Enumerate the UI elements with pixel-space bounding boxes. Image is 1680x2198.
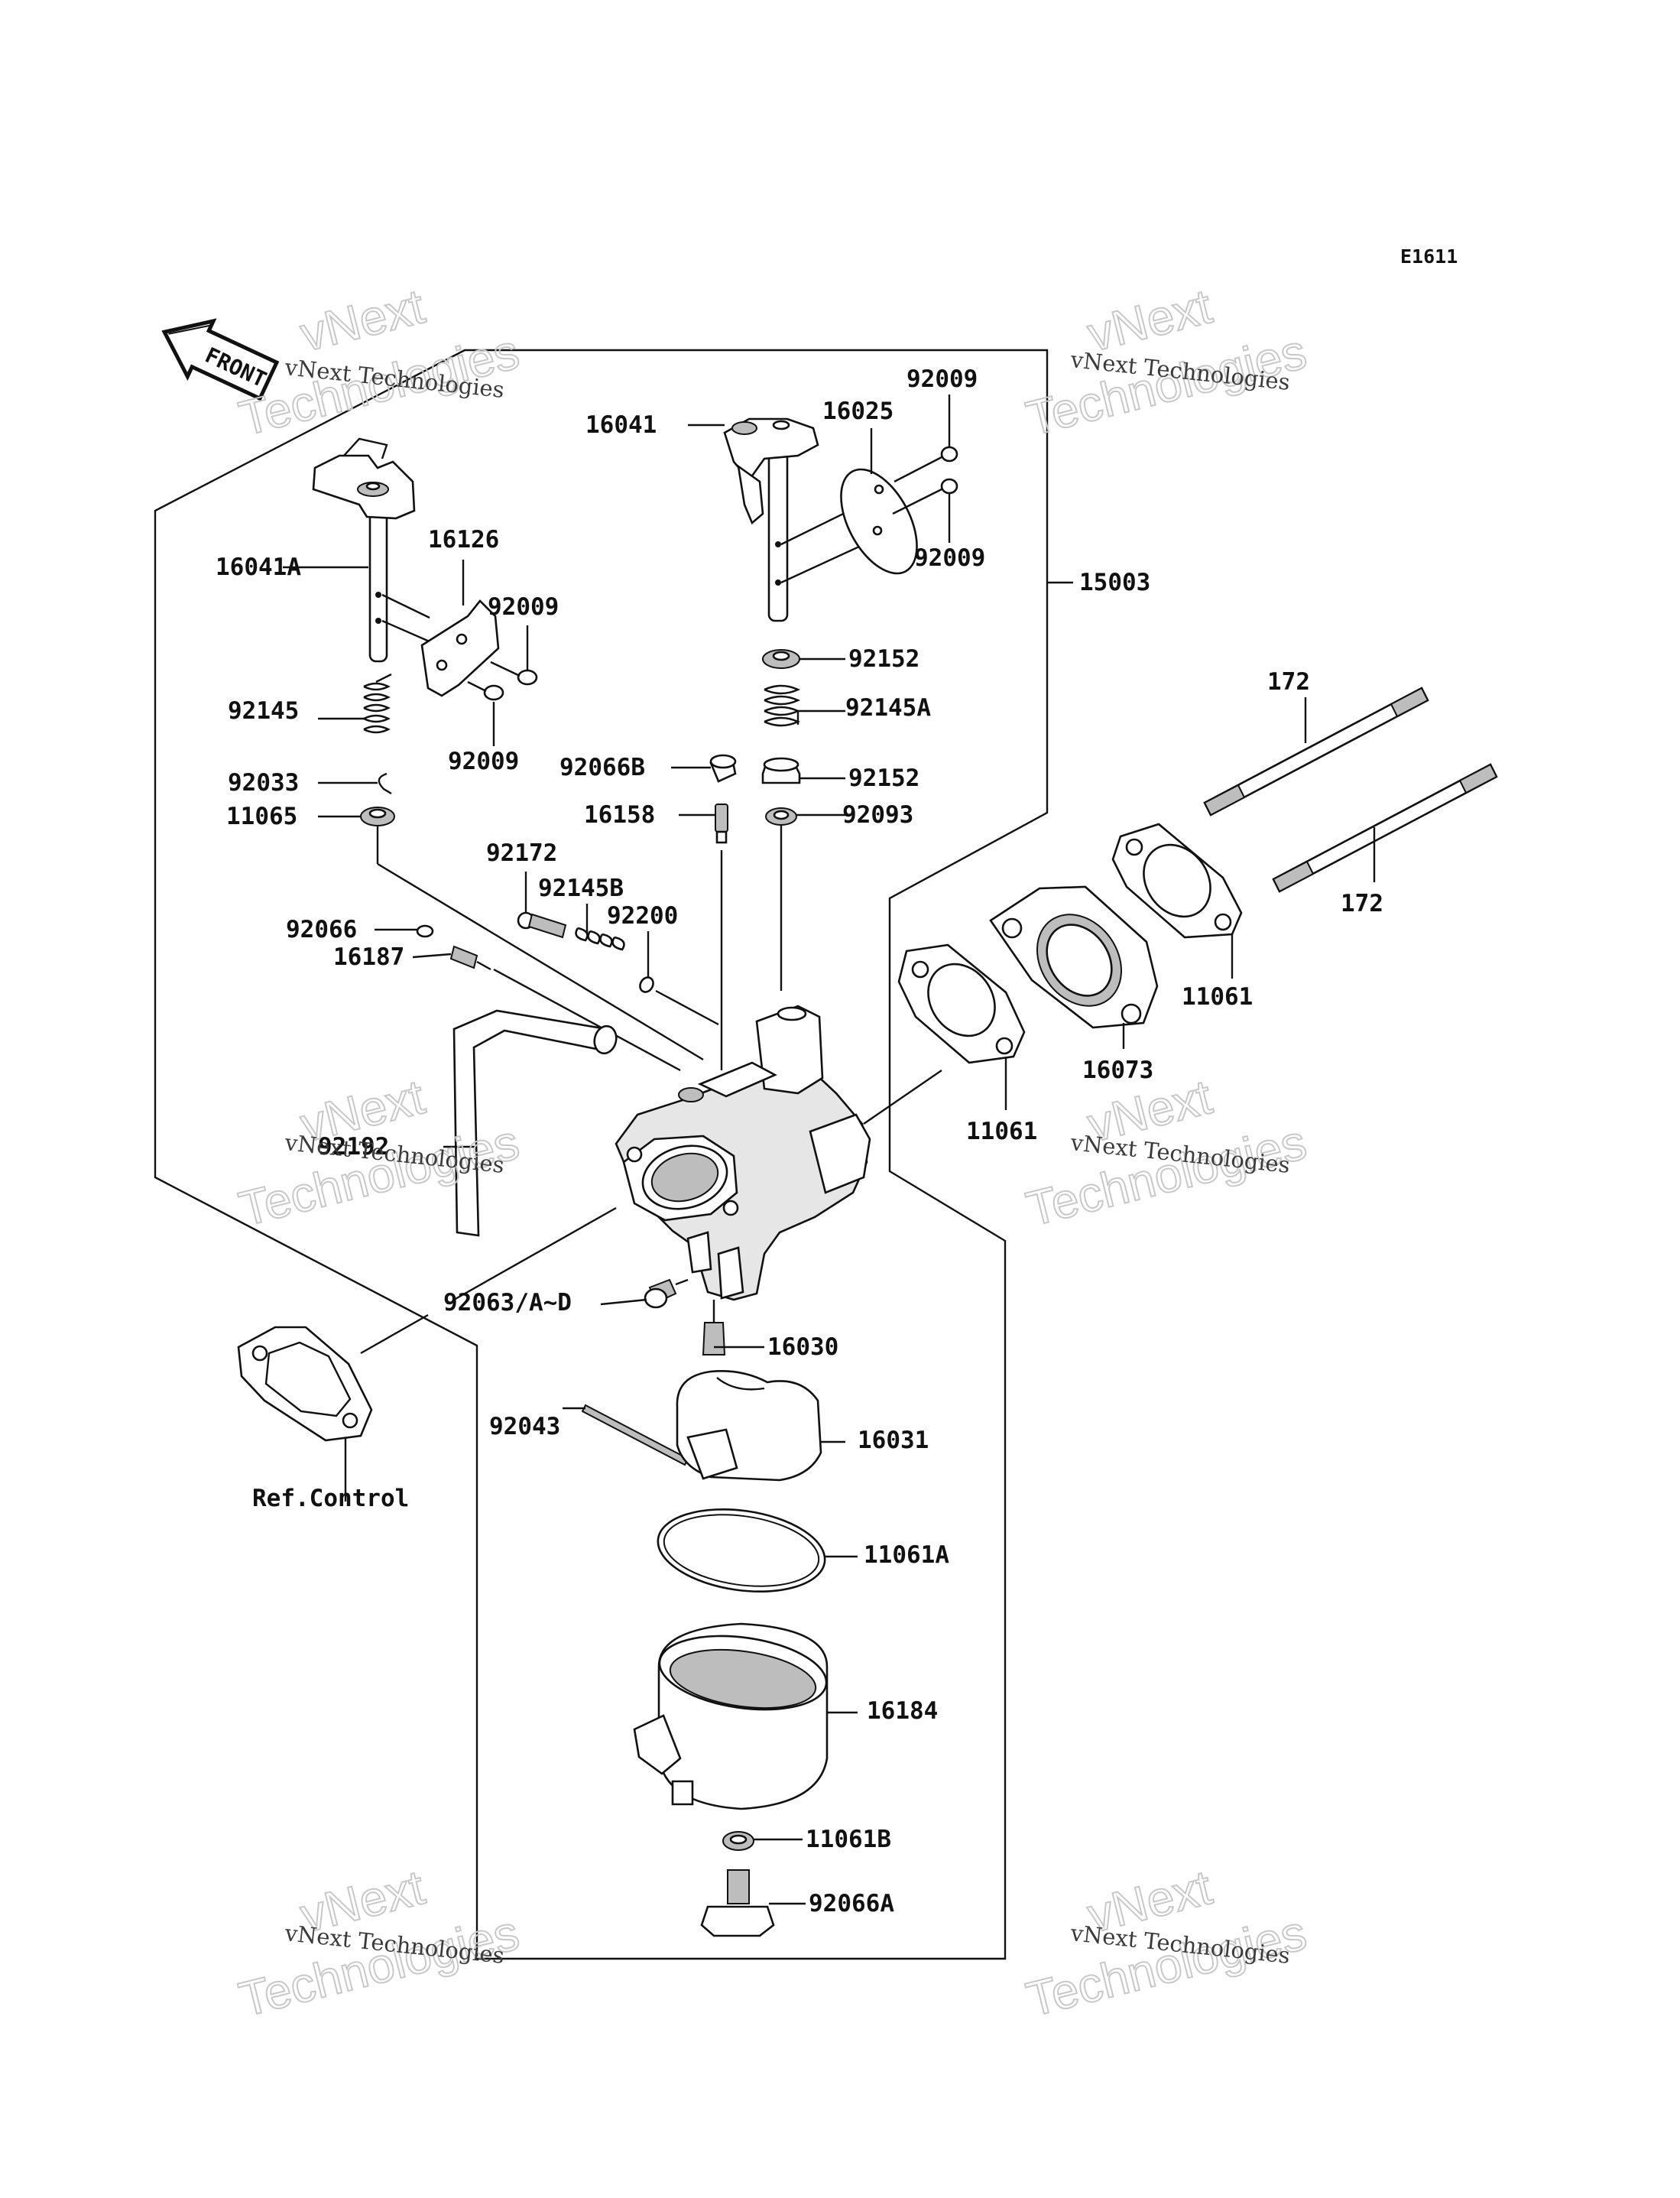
callout-16041a: 16041A <box>216 554 301 581</box>
clip-92033 <box>378 772 392 795</box>
adjust-screw-92172 <box>517 911 567 939</box>
callout-92009-c: 92009 <box>488 593 559 621</box>
spring-92145b <box>575 927 625 951</box>
choke-shaft <box>723 417 878 622</box>
callout-92066a: 92066A <box>809 1890 894 1917</box>
callout-92152-a: 92152 <box>848 645 919 673</box>
throttle-shaft-left <box>312 437 432 663</box>
diagram-code: E1611 <box>1400 245 1458 268</box>
stud-172-lower <box>1272 763 1498 893</box>
callout-16073: 16073 <box>1082 1057 1153 1084</box>
callout-92009-b: 92009 <box>914 544 985 572</box>
ref-control-label: Ref.Control <box>252 1485 409 1512</box>
callout-172-a: 172 <box>1267 668 1310 696</box>
spring-92145a <box>764 684 801 727</box>
callout-92066: 92066 <box>286 916 357 943</box>
throttle-plate-left <box>420 599 500 697</box>
callout-92009-a: 92009 <box>906 365 978 393</box>
callout-92066b: 92066B <box>559 754 645 781</box>
screw-left-a <box>490 661 538 686</box>
watermark-bottom-right: vNext Technologies vNext Technologies <box>1020 1859 1312 2028</box>
stud-172-upper <box>1203 687 1429 817</box>
callout-16030: 16030 <box>767 1333 838 1361</box>
insulator-16073 <box>989 885 1159 1029</box>
callout-92063: 92063/A~D <box>443 1289 572 1317</box>
callout-11061-a: 11061 <box>966 1118 1037 1145</box>
callout-92200: 92200 <box>607 902 678 930</box>
callout-16025: 16025 <box>822 398 894 425</box>
tube-92192 <box>452 1009 618 1237</box>
o-ring-92066 <box>416 924 434 938</box>
assembly-frame <box>154 349 1049 1960</box>
screw-left-b <box>467 680 504 701</box>
watermark-bottom-left: vNext Technologies vNext Technologies <box>233 1859 525 2028</box>
callout-92145a: 92145A <box>845 694 931 722</box>
callout-92009-d: 92009 <box>448 748 519 775</box>
plug-92066b <box>709 754 737 783</box>
callout-16158: 16158 <box>584 801 655 829</box>
watermark-top-left: vNext Technologies vNext Technologies <box>233 278 525 446</box>
callout-92192: 92192 <box>318 1133 389 1161</box>
drain-bolt-92066a <box>700 1869 775 1937</box>
callout-92145: 92145 <box>228 697 299 725</box>
watermark-mid-left: vNext Technologies vNext Technologies <box>233 1068 525 1237</box>
float-16031 <box>676 1370 822 1482</box>
callout-16187: 16187 <box>333 943 404 971</box>
callout-16126: 16126 <box>428 526 499 554</box>
callout-92172: 92172 <box>486 839 557 867</box>
float-pin-92043 <box>581 1404 689 1466</box>
callout-16184: 16184 <box>867 1697 938 1725</box>
washer-92093 <box>765 807 797 826</box>
callout-11061a: 11061A <box>864 1541 949 1569</box>
callout-92152-b: 92152 <box>848 765 919 792</box>
callout-16031: 16031 <box>858 1427 929 1454</box>
collar-11065 <box>360 807 395 826</box>
gasket-11061-rear <box>1111 823 1243 939</box>
callout-11065: 11065 <box>226 803 297 830</box>
watermark-mid-right: vNext Technologies vNext Technologies <box>1020 1068 1312 1237</box>
leader-lines <box>283 394 1376 1905</box>
callout-92093: 92093 <box>842 801 913 829</box>
callout-92043: 92043 <box>489 1413 560 1440</box>
seal-lower <box>761 757 801 784</box>
carburetor-body <box>615 1005 871 1301</box>
callout-11061b: 11061B <box>806 1826 891 1853</box>
ref-control-gasket <box>237 1326 373 1442</box>
screw-92063 <box>644 1278 689 1309</box>
callout-labels: 92009 16041 16025 92009 16041A 16126 920… <box>216 365 1383 1917</box>
o-ring-11061a <box>657 1508 826 1593</box>
callout-11061-b: 11061 <box>1182 983 1253 1011</box>
spring-92145 <box>363 673 392 734</box>
callout-16041: 16041 <box>585 411 657 439</box>
float-bowl-16184 <box>633 1622 829 1810</box>
screw-top-b <box>892 478 958 515</box>
seal-upper <box>762 649 800 669</box>
watermark-top-right: vNext Technologies vNext Technologies <box>1020 278 1312 446</box>
choke-plate <box>840 468 918 575</box>
jet-16158 <box>715 804 728 844</box>
callout-92033: 92033 <box>228 769 299 797</box>
callout-15003: 15003 <box>1079 569 1150 596</box>
screw-top-a <box>894 446 958 483</box>
pilot-screw-16187 <box>449 945 491 971</box>
washer-11061b <box>722 1831 754 1851</box>
o-ring-92200 <box>639 976 654 993</box>
gasket-11061-front <box>897 943 1026 1064</box>
callout-92145b: 92145B <box>538 875 624 902</box>
callout-172-b: 172 <box>1341 890 1383 917</box>
